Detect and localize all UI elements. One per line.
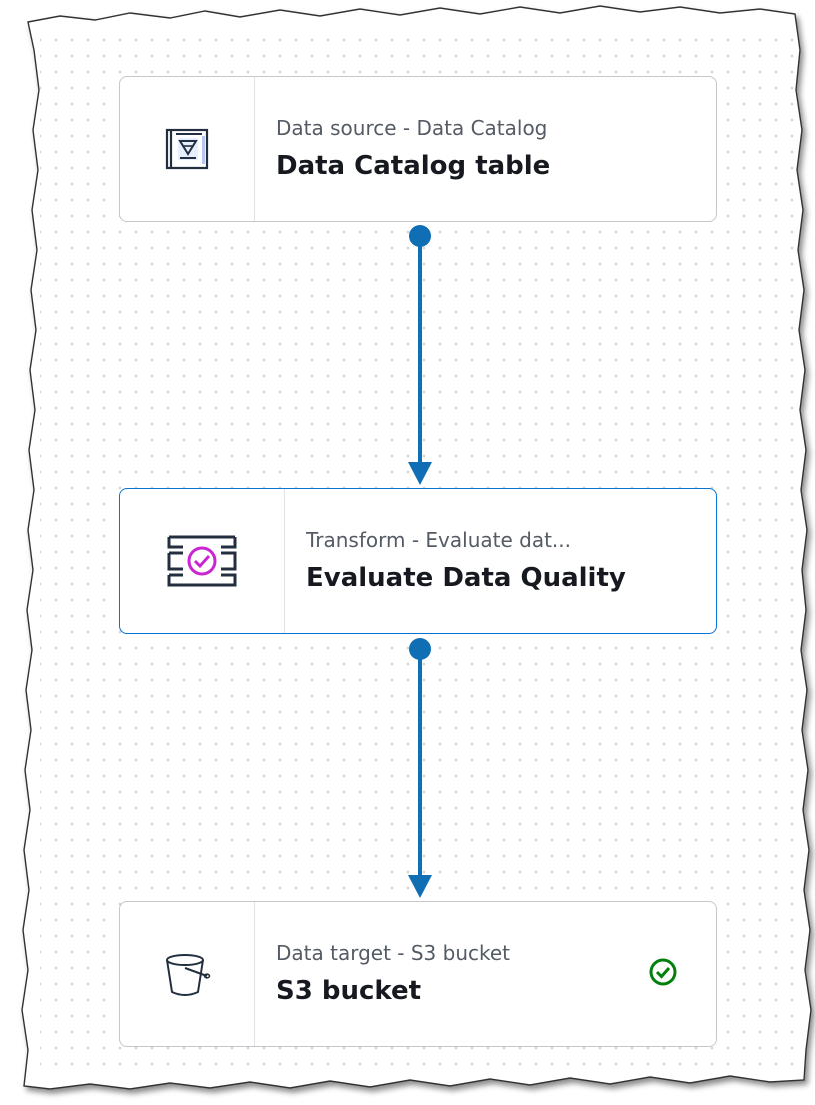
node-data-target[interactable]: Data target - S3 bucket S3 bucket: [119, 901, 717, 1047]
node-title: Evaluate Data Quality: [306, 563, 626, 593]
node-icon-cell: [120, 77, 255, 221]
node-transform[interactable]: Transform - Evaluate dat... Evaluate Dat…: [119, 488, 717, 634]
s3-bucket-icon: [166, 954, 211, 996]
node-text: Data target - S3 bucket S3 bucket: [255, 902, 716, 1046]
node-icon-cell: [120, 902, 255, 1046]
data-catalog-table-icon: [165, 128, 209, 170]
node-icon-cell: [120, 489, 285, 633]
node-subtitle: Data source - Data Catalog: [276, 116, 548, 140]
node-title: S3 bucket: [276, 976, 422, 1006]
node-title: Data Catalog table: [276, 151, 551, 181]
node-data-source[interactable]: Data source - Data Catalog Data Catalog …: [119, 76, 717, 222]
node-text: Transform - Evaluate dat... Evaluate Dat…: [285, 489, 716, 633]
output-handle[interactable]: [409, 225, 431, 247]
evaluate-data-quality-icon: [167, 535, 237, 587]
output-handle[interactable]: [409, 638, 431, 660]
node-text: Data source - Data Catalog Data Catalog …: [255, 77, 716, 221]
success-check-icon: [648, 957, 678, 991]
node-subtitle: Transform - Evaluate dat...: [306, 528, 571, 552]
node-subtitle: Data target - S3 bucket: [276, 941, 511, 965]
